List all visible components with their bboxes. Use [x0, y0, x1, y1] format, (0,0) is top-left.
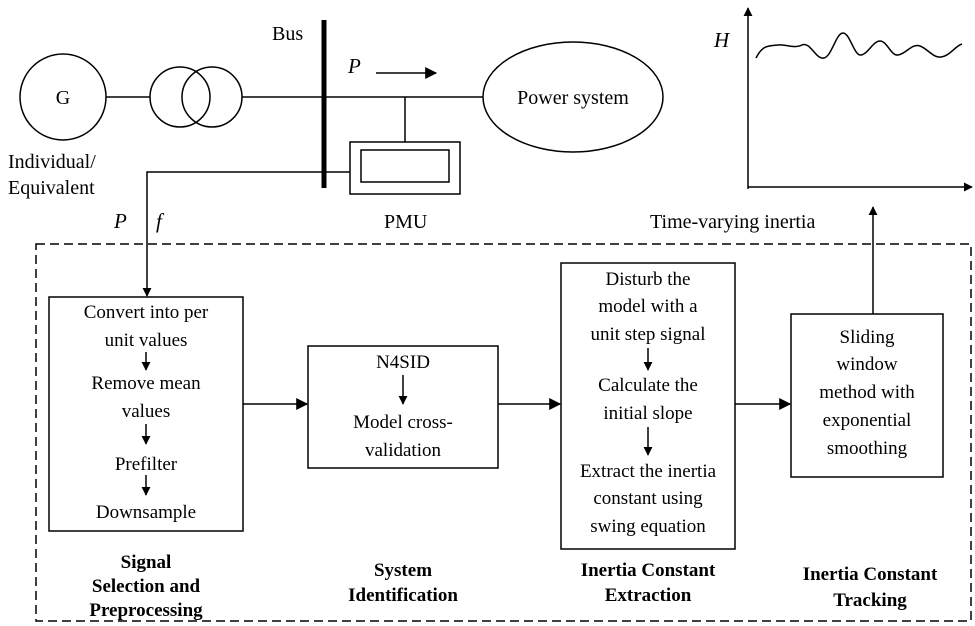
preprocessing-step-line: Remove mean — [91, 373, 201, 394]
source-type-line2: Equivalent — [8, 177, 95, 199]
system-id-title-line: Identification — [348, 585, 458, 606]
system-id-title-line: System — [374, 560, 432, 581]
pmu-label: PMU — [384, 211, 428, 233]
system-id-step-line: validation — [365, 440, 441, 461]
preprocessing-step-line: Convert into per — [84, 302, 209, 323]
power-system-ellipse — [482, 41, 664, 153]
preprocessing-step-line: unit values — [105, 330, 188, 351]
extraction-step-line: unit step signal — [590, 324, 705, 345]
tracking-title-line: Inertia Constant — [803, 564, 938, 585]
extraction-step-line: initial slope — [603, 403, 692, 424]
preprocessing-step-line: Prefilter — [115, 454, 178, 475]
tracking-step-line: window — [836, 354, 898, 375]
generator-label: G — [56, 87, 70, 109]
system-id-step-line: N4SID — [376, 352, 430, 373]
extraction-step-line: Extract the inertia — [580, 461, 717, 482]
power-system-label: Power system — [517, 87, 629, 109]
extraction-step-line: constant using — [593, 488, 703, 509]
inertia-curve — [755, 32, 963, 59]
measured-p-label: P — [113, 209, 127, 233]
extraction-step-line: Calculate the — [598, 375, 698, 396]
transformer-winding-left — [149, 66, 211, 128]
measurement-line — [142, 171, 350, 297]
system-id-step-line: Model cross- — [353, 412, 453, 433]
tracking-title-line: Tracking — [833, 590, 907, 611]
tracking-step-line: smoothing — [827, 438, 908, 459]
preprocessing-title-line: Signal — [121, 552, 172, 573]
extraction-box — [560, 262, 736, 550]
bus-label: Bus — [272, 23, 303, 45]
extraction-step-line: swing equation — [590, 516, 706, 537]
plot-caption: Time-varying inertia — [650, 211, 815, 233]
pmu-box — [349, 141, 461, 195]
plot-ylabel: H — [713, 28, 731, 52]
processing-frame — [35, 243, 972, 622]
tracking-step-line: method with — [819, 382, 915, 403]
source-type-line1: Individual/ — [8, 151, 96, 173]
measured-f-label: f — [156, 209, 165, 233]
transformer-winding-right — [181, 66, 243, 128]
tracking-step-line: exponential — [823, 410, 912, 431]
preprocessing-step-line: values — [122, 401, 171, 422]
extraction-step-line: model with a — [598, 296, 698, 317]
preprocessing-title-line: Selection and — [92, 576, 201, 597]
extraction-step-line: Disturb the — [606, 269, 691, 290]
extraction-title-line: Extraction — [605, 585, 692, 606]
power-flow-label: P — [347, 54, 361, 78]
tracking-box — [790, 313, 944, 478]
pmu-screen — [360, 149, 450, 183]
system-id-box — [307, 345, 499, 469]
extraction-title-line: Inertia Constant — [581, 560, 716, 581]
preprocessing-box — [48, 296, 244, 532]
preprocessing-step-line: Downsample — [96, 502, 196, 523]
preprocessing-title-line: Preprocessing — [89, 600, 203, 621]
tracking-step-line: Sliding — [840, 327, 895, 348]
